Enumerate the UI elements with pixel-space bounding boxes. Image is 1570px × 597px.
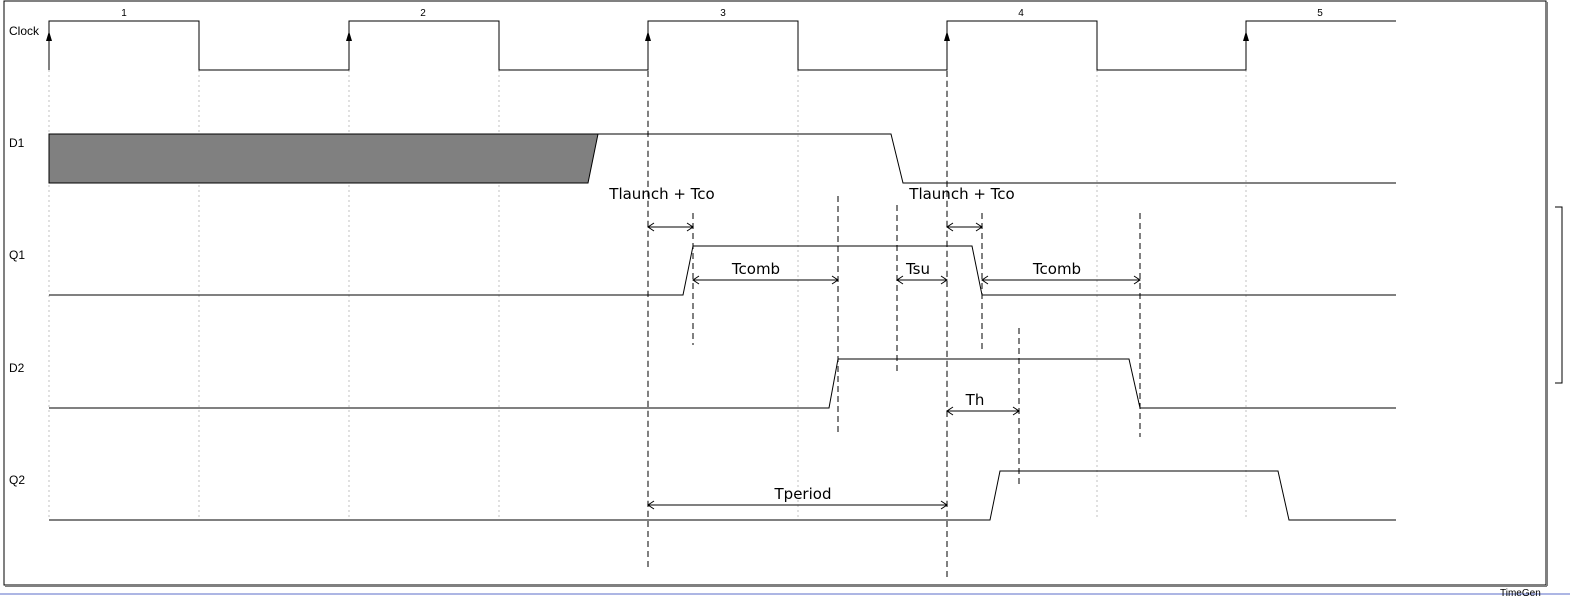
- footer-label: TimeGen: [1500, 588, 1541, 597]
- rising-edge-arrow-icon: [346, 31, 352, 41]
- arrowhead-icon: [647, 500, 948, 510]
- annotation-tperiod: Tperiod: [774, 485, 832, 503]
- annotation-tsu: Tsu: [905, 260, 930, 278]
- arrowhead-icon: [647, 222, 694, 232]
- scroll-bracket[interactable]: [1555, 206, 1563, 384]
- rising-edge-arrow-icon: [1243, 31, 1249, 41]
- annotation-th: Th: [965, 391, 985, 409]
- interval-arrows: [647, 222, 1141, 510]
- annotation-tcomb: Tcomb: [731, 260, 780, 278]
- annotation-tcomb: Tcomb: [1032, 260, 1081, 278]
- arrowhead-icon: [946, 222, 983, 232]
- cycle-number: 2: [420, 8, 426, 19]
- cycle-number: 1: [121, 8, 127, 19]
- q2-waveform[interactable]: [49, 470, 1396, 521]
- signal-label-q1[interactable]: Q1: [9, 248, 25, 262]
- clock-waveform[interactable]: [48, 20, 1396, 71]
- cycle-number: 3: [720, 8, 726, 19]
- cycle-number: 4: [1018, 8, 1024, 19]
- annotation-tlaunch-tco: Tlaunch + Tco: [608, 185, 714, 203]
- cycle-number: 5: [1317, 8, 1323, 19]
- arrowhead-icon: [981, 275, 1141, 285]
- d1-waveform[interactable]: [598, 133, 1396, 184]
- timing-markers: [647, 21, 1141, 580]
- annotation-tlaunch-tco: Tlaunch + Tco: [908, 185, 1014, 203]
- signal-label-q2[interactable]: Q2: [9, 473, 25, 487]
- signal-label-d1[interactable]: D1: [9, 136, 25, 150]
- q1-waveform[interactable]: [49, 245, 1396, 296]
- arrowhead-icon: [692, 275, 839, 285]
- arrowhead-icon: [946, 406, 1020, 416]
- d2-waveform[interactable]: [49, 358, 1396, 409]
- signal-label-d2[interactable]: D2: [9, 361, 25, 375]
- d1-unknown-bus[interactable]: [48, 133, 599, 184]
- signal-label-clock[interactable]: Clock: [9, 24, 40, 38]
- rising-edge-arrow-icon: [46, 31, 52, 41]
- arrowhead-icon: [896, 275, 948, 285]
